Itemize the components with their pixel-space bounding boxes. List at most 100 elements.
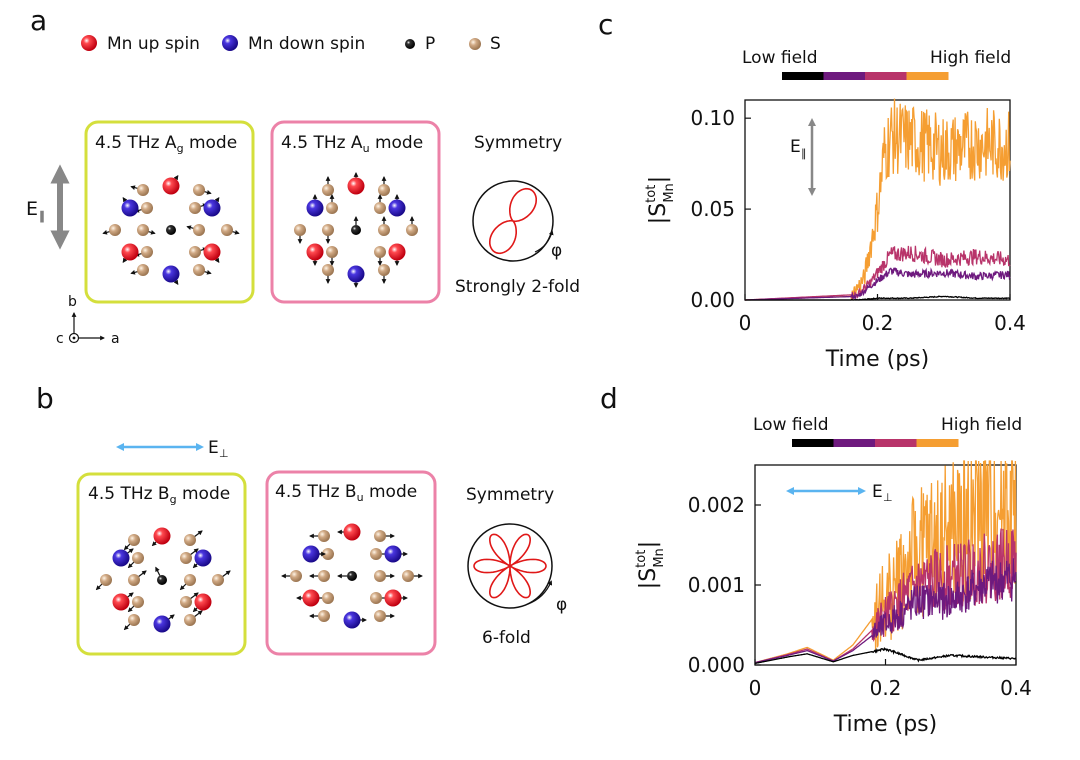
phi-label-bottom: φ <box>556 595 567 615</box>
s-atom <box>374 570 386 582</box>
down-spin-legend-marker <box>222 35 238 51</box>
s-atom <box>322 548 334 560</box>
s-atom <box>137 184 149 196</box>
s-atom <box>193 224 205 236</box>
x-tick-label: 0.4 <box>1000 676 1032 700</box>
colorbar-segment <box>833 439 876 447</box>
mn-down-atom <box>347 265 365 283</box>
mn-down-atom <box>388 199 406 217</box>
x-tick-label: 0 <box>739 311 752 335</box>
y-tick-label: 0.000 <box>688 653 745 677</box>
sixfold-lobes <box>473 533 547 599</box>
mn-down-atom <box>306 199 324 217</box>
mn-down-atom <box>112 549 130 567</box>
mn-up-atom <box>153 527 171 545</box>
au-mode-box <box>270 120 441 304</box>
s-atom <box>137 264 149 276</box>
s-atom <box>318 570 330 582</box>
e-perp-sub: ⊥ <box>219 447 229 460</box>
a-axis-label: a <box>111 331 120 347</box>
displacement-arrow <box>127 561 135 569</box>
colorbar-segment <box>865 72 907 80</box>
symmetry-caption-top: Strongly 2-fold <box>455 277 580 297</box>
p-atom <box>351 225 361 235</box>
e-parallel-sub: ∥ <box>39 209 45 223</box>
s-atom <box>137 224 149 236</box>
s-atom <box>180 552 192 564</box>
p-legend-marker <box>405 39 415 49</box>
p-atom <box>347 571 357 581</box>
legend-up-label: Mn up spin <box>107 34 200 54</box>
s-atom <box>141 202 153 214</box>
atom-legend: Mn up spin Mn down spin P S <box>81 34 501 54</box>
x-axis-label: Time (ps) <box>825 347 929 372</box>
mn-up-atom <box>306 243 324 261</box>
legend-s-label: S <box>490 34 501 54</box>
s-atom <box>378 264 390 276</box>
s-atom <box>370 548 382 560</box>
s-atom <box>180 596 192 608</box>
s-atom <box>193 264 205 276</box>
s-atom <box>322 592 334 604</box>
x-axis-label: Time (ps) <box>833 712 937 737</box>
colorbar-segment <box>906 72 949 80</box>
e-perp-indicator-b: E ⊥ <box>115 438 229 460</box>
displacement-arrow <box>186 225 195 230</box>
displacement-arrow <box>137 570 147 578</box>
panel-letter-b: b <box>36 382 54 415</box>
up-spin-legend-marker <box>81 35 97 51</box>
displacement-arrow <box>221 570 231 578</box>
s-atom <box>132 552 144 564</box>
s-atom <box>132 596 144 608</box>
displacement-arrow <box>203 270 212 275</box>
s-atom <box>128 534 140 546</box>
panel-letter-a: a <box>30 4 47 37</box>
e-parallel-label: E <box>26 198 38 220</box>
s-atom <box>318 610 330 622</box>
panel-letter-c: c <box>598 8 613 41</box>
s-atom <box>326 246 338 258</box>
mn-down-atom <box>121 199 139 217</box>
s-atom <box>290 570 302 582</box>
series-line <box>754 558 1017 664</box>
legend-p-label: P <box>425 34 435 54</box>
bg-mode-lattice <box>95 527 231 633</box>
symmetry-polar-top: φ <box>472 180 562 262</box>
polar-circle-top <box>472 180 554 262</box>
displacement-arrow <box>155 566 161 576</box>
s-atom <box>374 530 386 542</box>
s-atom <box>128 574 140 586</box>
p-atom <box>157 575 167 585</box>
displacement-arrow <box>193 530 203 538</box>
colorbar-high-label-d: High field <box>941 415 1022 435</box>
au-mode-title: 4.5 THz Au mode <box>281 133 423 155</box>
mn-down-atom <box>384 545 402 563</box>
s-atom <box>318 530 330 542</box>
s-atom <box>370 592 382 604</box>
e-parallel-indicator-a: E ∥ <box>26 164 70 250</box>
s-atom <box>378 184 390 196</box>
x-tick-label: 0 <box>749 676 762 700</box>
colorbar-low-label-c: Low field <box>742 48 818 68</box>
s-atom <box>406 224 418 236</box>
mn-up-atom <box>302 589 320 607</box>
displacement-arrow <box>95 583 103 591</box>
mn-up-atom <box>343 523 361 541</box>
s-atom <box>294 224 306 236</box>
polar-circle-bottom <box>467 523 553 609</box>
s-atom <box>221 224 233 236</box>
field-colorbar-c <box>782 72 949 80</box>
displacement-arrow <box>179 583 187 591</box>
y-tick-label: 0.10 <box>690 106 735 130</box>
mn-up-atom <box>194 593 212 611</box>
displacement-arrow <box>147 230 156 235</box>
colorbar-segment <box>875 439 917 447</box>
s-atom <box>141 246 153 258</box>
displacement-arrow <box>123 623 131 631</box>
s-atom <box>184 614 196 626</box>
colorbar-segment <box>823 72 866 80</box>
s-atom <box>374 610 386 622</box>
